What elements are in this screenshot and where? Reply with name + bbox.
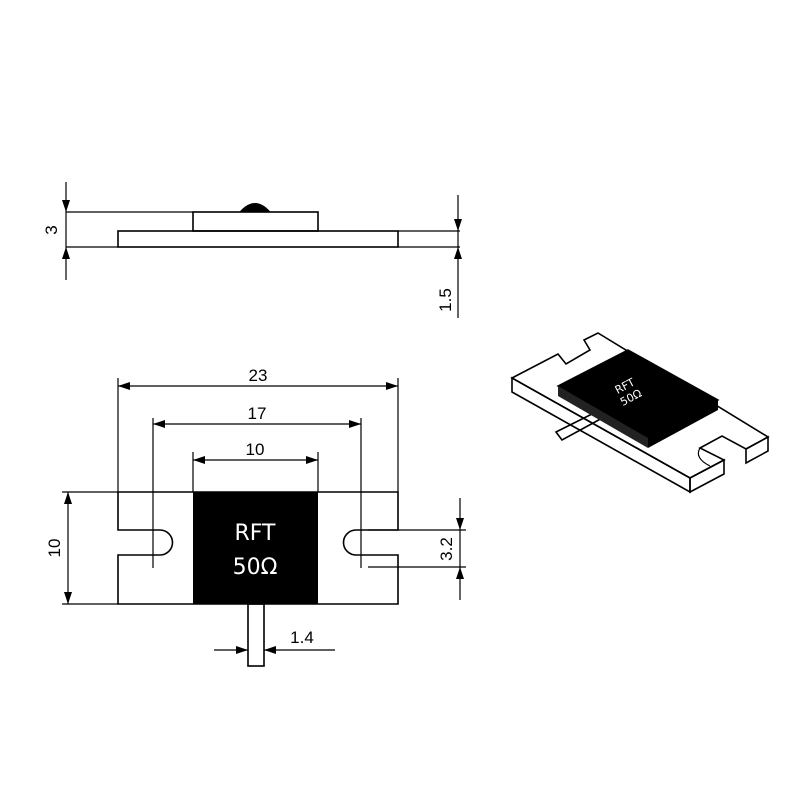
- top-flange-outline: [117, 491, 399, 605]
- dim-slot-width: 3.2: [437, 537, 456, 561]
- dim-height: 10: [45, 539, 64, 558]
- top-lead: [247, 603, 265, 667]
- chip-marking-line2: 50Ω: [233, 555, 278, 580]
- side-solder-bump: [238, 203, 272, 213]
- side-view: 3 1.5: [42, 182, 462, 318]
- top-chip-body: [193, 492, 318, 604]
- chip-marking-line1: RFT: [235, 521, 277, 546]
- dim-body-width: 10: [246, 440, 265, 459]
- side-base-flange: [117, 230, 399, 248]
- dim-overall-length: 23: [249, 366, 268, 385]
- isometric-view: RFT 50Ω: [510, 332, 770, 494]
- top-view: RFT 50Ω 23 17 10 10: [45, 366, 466, 667]
- side-dim-height: 3: [42, 225, 61, 234]
- side-dim-base: 1.5: [436, 288, 455, 312]
- dim-lead-width: 1.4: [290, 628, 314, 647]
- side-top-body: [192, 211, 319, 232]
- iso-flange-right: [689, 458, 725, 494]
- dim-hole-spacing: 17: [248, 404, 267, 423]
